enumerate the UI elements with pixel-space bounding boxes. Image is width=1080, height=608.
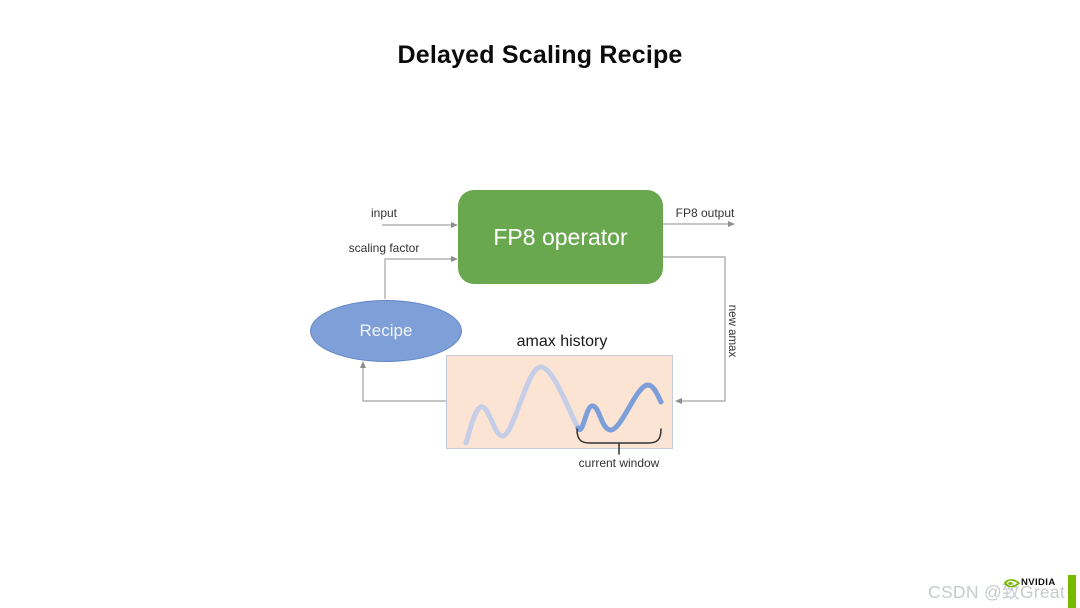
amax-history-box — [446, 355, 673, 449]
history-to-recipe-connector — [362, 368, 446, 402]
nvidia-eye-icon — [1004, 578, 1020, 587]
scaling-factor-connector — [384, 258, 451, 299]
page-title: Delayed Scaling Recipe — [397, 41, 683, 69]
input-arrowhead-icon — [451, 222, 458, 228]
new-amax-label: new amax — [726, 304, 738, 358]
nvidia-wordmark: NVIDIA — [1021, 577, 1056, 588]
scaling-factor-arrowhead-icon — [451, 256, 458, 262]
input-label: input — [370, 206, 398, 220]
new-amax-arrowhead-icon — [675, 398, 682, 404]
fp8-operator-node: FP8 operator — [458, 190, 663, 284]
fp8-operator-label: FP8 operator — [493, 223, 628, 250]
scaling-factor-label: scaling factor — [348, 241, 420, 255]
fp8-output-arrowhead-icon — [728, 221, 735, 227]
csdn-watermark: CSDN @致Great — [928, 582, 1066, 602]
recipe-label: Recipe — [359, 321, 413, 340]
history-to-recipe-arrowhead-icon — [360, 361, 366, 368]
nvidia-logo: NVIDIA — [1004, 575, 1056, 590]
fp8-output-label: FP8 output — [675, 206, 735, 220]
recipe-node: Recipe — [310, 300, 462, 362]
nvidia-accent-bar — [1068, 575, 1076, 608]
amax-history-title: amax history — [516, 333, 608, 350]
current-window-label: current window — [578, 456, 660, 470]
